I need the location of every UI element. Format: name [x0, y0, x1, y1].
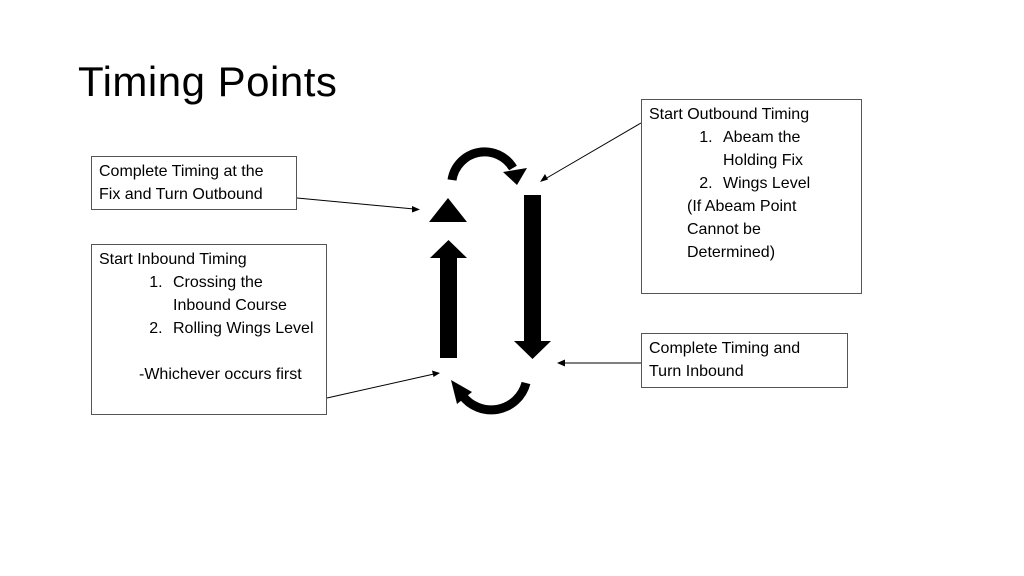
- list-item: Wings Level: [717, 172, 817, 195]
- bottom-turn-arrow: [451, 380, 531, 415]
- callout-complete-inbound-line1: Complete Timing and: [649, 340, 801, 357]
- leader-start-inbound: [326, 370, 440, 399]
- leader-start-outbound: [540, 122, 642, 182]
- callout-complete-fix: Complete Timing at the Fix and Turn Outb…: [91, 156, 297, 210]
- callout-start-outbound-list: Abeam the Holding Fix Wings Level: [649, 126, 817, 195]
- callout-start-inbound-note: -Whichever occurs first: [139, 366, 302, 383]
- fix-arrowhead: [429, 198, 467, 222]
- callout-start-inbound: Start Inbound Timing Crossing the Inboun…: [91, 244, 327, 415]
- list-item: Rolling Wings Level: [167, 317, 314, 340]
- list-item: Crossing the Inbound Course: [167, 271, 287, 317]
- leader-complete-inbound: [557, 359, 641, 367]
- top-turn-arrow: [447, 147, 527, 185]
- callout-complete-fix-line1: Complete Timing at the: [99, 163, 264, 180]
- inbound-leg-arrow: [430, 240, 467, 358]
- list-item: Abeam the Holding Fix: [717, 126, 817, 172]
- leader-complete-fix: [296, 197, 420, 213]
- outbound-leg-arrow: [514, 195, 551, 359]
- callout-start-outbound: Start Outbound Timing Abeam the Holding …: [641, 99, 862, 294]
- callout-complete-inbound-line2: Turn Inbound: [649, 363, 744, 380]
- callout-complete-inbound: Complete Timing and Turn Inbound: [641, 333, 848, 388]
- callout-start-outbound-note: (If Abeam Point Cannot be Determined): [687, 198, 797, 261]
- slide-title: Timing Points: [78, 58, 338, 105]
- callout-start-inbound-heading: Start Inbound Timing: [99, 251, 247, 268]
- callout-complete-fix-line2: Fix and Turn Outbound: [99, 186, 263, 203]
- callout-start-inbound-list: Crossing the Inbound Course Rolling Wing…: [99, 271, 314, 340]
- callout-start-outbound-heading: Start Outbound Timing: [649, 106, 810, 123]
